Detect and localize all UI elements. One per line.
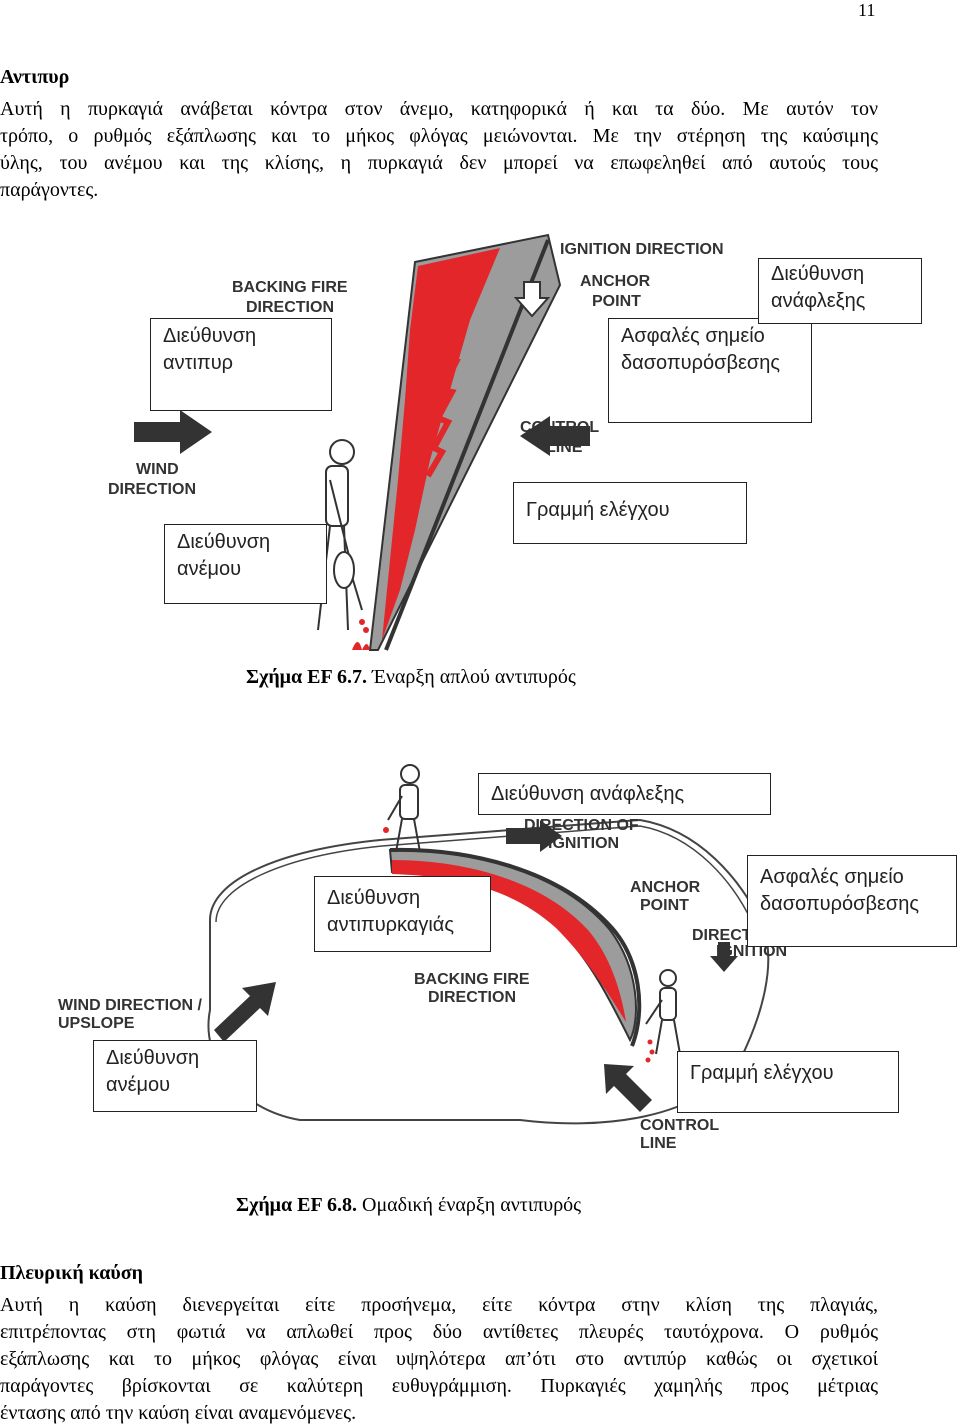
en-direction-of-1: DIRECTION OF bbox=[524, 817, 639, 834]
label-wind-direction: Διεύθυνση ανέμου bbox=[93, 1040, 257, 1112]
label-line: Διεύθυνση bbox=[177, 531, 271, 553]
direction-of-ignition-arrow bbox=[506, 820, 562, 852]
figure-6-8-caption: Σχήμα EF 6.8. Ομαδική έναρξη αντιπυρός bbox=[236, 1194, 581, 1217]
caption-number: Σχήμα EF 6.7. bbox=[246, 666, 367, 688]
control-line-edge bbox=[389, 847, 642, 1047]
label-backing-direction: Διεύθυνση αντιπυρκαγιάς bbox=[314, 876, 491, 952]
en-control-1: CONTROL bbox=[640, 1117, 719, 1134]
label-line: Διεύθυνση ανάφλεξης bbox=[491, 783, 685, 805]
section-heading-flank-burn: Πλευρική καύση bbox=[0, 1262, 143, 1284]
label-ignition-direction: Διεύθυνση ανάφλεξης bbox=[478, 773, 771, 815]
paragraph-line: επιτρέποντας στη φωτιά να απλωθεί προς δ… bbox=[0, 1321, 878, 1343]
label-ignition-direction: Διεύθυνση ανάφλεξης bbox=[758, 258, 922, 324]
label-line: Διεύθυνση bbox=[163, 325, 257, 347]
label-control-line: Γραμμή ελέγχου bbox=[677, 1051, 899, 1113]
caption-text: Έναρξη απλού αντιπυρός bbox=[367, 666, 576, 688]
en-wind-2: UPSLOPE bbox=[58, 1015, 135, 1032]
en-dir-ign-2: IGNITION bbox=[716, 943, 787, 960]
label-wind-direction: Διεύθυνση ανέμου bbox=[164, 524, 327, 604]
paragraph-line: Αυτή η πυρκαγιά ανάβεται κόντρα στον άνε… bbox=[0, 98, 878, 120]
en-wind-1: WIND bbox=[136, 461, 179, 478]
en-anchor-1: ANCHOR bbox=[580, 273, 651, 290]
caption-text: Ομαδική έναρξη αντιπυρός bbox=[357, 1194, 582, 1216]
section-heading-backing-fire: Αντιπυρ bbox=[0, 66, 70, 88]
label-line: αντιπυρκαγιάς bbox=[327, 914, 454, 936]
label-control-line: Γραμμή ελέγχου bbox=[513, 482, 747, 544]
ignition-down-arrow bbox=[710, 942, 738, 972]
label-line: δασοπυρόσβεσης bbox=[621, 352, 780, 374]
label-line: Ασφαλές σημείο bbox=[760, 866, 904, 888]
paragraph-line: τρόπο, ο ρυθμός εξάπλωσης και το μήκος φ… bbox=[0, 125, 878, 147]
flame-tongues bbox=[418, 276, 464, 478]
en-control-2: LINE bbox=[640, 1135, 677, 1152]
firefighter-figure-top bbox=[387, 764, 421, 853]
en-wind-2: DIRECTION bbox=[108, 481, 196, 498]
figure-6-8-illustration: DIRECTION OF IGNITION ANCHOR POINT DIREC… bbox=[58, 764, 807, 1152]
flame-band bbox=[392, 860, 626, 1022]
control-line-arrow bbox=[604, 1064, 652, 1112]
label-line: Διεύθυνση bbox=[106, 1047, 200, 1069]
en-anchor-1: ANCHOR bbox=[630, 879, 701, 896]
en-control-2: LINE bbox=[546, 439, 583, 456]
en-backing-2: DIRECTION bbox=[428, 989, 516, 1006]
en-wind-1: WIND DIRECTION / bbox=[58, 997, 203, 1014]
paragraph-line: παράγοντες. bbox=[0, 179, 99, 201]
firefighter-figure-right bbox=[645, 969, 681, 1055]
paragraph-line: παράγοντες βρίσκονται σε καλύτερη ευθυγρ… bbox=[0, 1375, 878, 1397]
en-backing-1: BACKING FIRE bbox=[414, 971, 530, 988]
label-line: Διεύθυνση bbox=[327, 887, 421, 909]
en-backing-fire-2: DIRECTION bbox=[246, 299, 334, 316]
flame-area bbox=[382, 248, 500, 640]
drip-flames bbox=[352, 619, 370, 650]
control-line-edge bbox=[384, 239, 550, 651]
en-direction-of-2: IGNITION bbox=[548, 835, 619, 852]
paragraph-line: ύλης, του ανέμου και της κλίσης, η πυρκα… bbox=[0, 152, 878, 174]
label-anchor-point: Ασφαλές σημείο δασοπυρόσβεσης bbox=[608, 318, 812, 423]
en-backing-fire-1: BACKING FIRE bbox=[232, 279, 348, 296]
en-ignition-direction: IGNITION DIRECTION bbox=[560, 241, 724, 258]
area-outline bbox=[207, 818, 770, 1125]
label-backing-direction: Διεύθυνση αντιπυρ bbox=[150, 318, 332, 411]
figure-6-7-caption: Σχήμα EF 6.7. Έναρξη απλού αντιπυρός bbox=[246, 666, 576, 689]
label-line: Διεύθυνση bbox=[771, 263, 865, 285]
en-anchor-2: POINT bbox=[640, 897, 689, 914]
paragraph-line: έντασης από την καύση είναι αναμενόμενες… bbox=[0, 1402, 357, 1424]
label-line: αντιπυρ bbox=[163, 352, 234, 374]
paragraph-line: εξάπλωσης και το μήκος φλόγας είναι υψηλ… bbox=[0, 1348, 878, 1370]
caption-number: Σχήμα EF 6.8. bbox=[236, 1194, 357, 1216]
label-line: ανέμου bbox=[106, 1074, 171, 1096]
label-line: Γραμμή ελέγχου bbox=[526, 499, 670, 521]
label-line: ανέμου bbox=[177, 558, 242, 580]
page-number: 11 bbox=[858, 0, 876, 20]
label-line: ανάφλεξης bbox=[771, 290, 866, 312]
ignition-arrow bbox=[513, 281, 551, 318]
en-control-1: CONTROL bbox=[520, 419, 599, 436]
en-anchor-2: POINT bbox=[592, 293, 641, 310]
control-line-arrow bbox=[520, 416, 590, 456]
label-line: δασοπυρόσβεσης bbox=[760, 893, 919, 915]
label-line: Γραμμή ελέγχου bbox=[690, 1062, 834, 1084]
label-line: Ασφαλές σημείο bbox=[621, 325, 765, 347]
wind-arrow bbox=[214, 982, 276, 1042]
paragraph-line: Αυτή η καύση διενεργείται είτε προσήνεμα… bbox=[0, 1294, 878, 1316]
label-anchor-point: Ασφαλές σημείο δασοπυρόσβεσης bbox=[747, 855, 957, 947]
wind-arrow bbox=[134, 410, 212, 454]
